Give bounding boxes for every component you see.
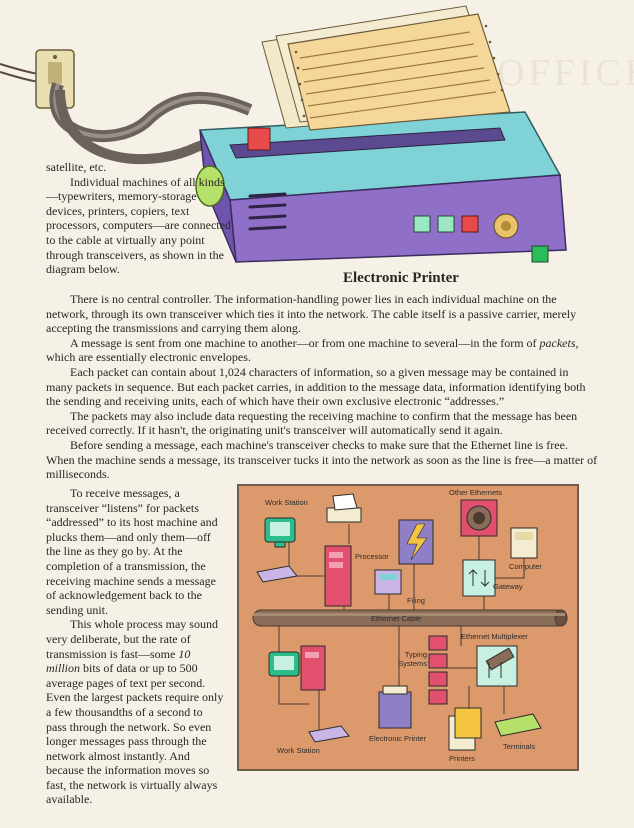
paragraph-8: This whole process may sound very delibe… [46, 617, 224, 807]
terminals-icon [494, 713, 542, 737]
label-filing: Filing [407, 596, 425, 605]
computer-icon [510, 527, 538, 559]
label-processor: Processor [355, 552, 389, 561]
label-work-station-top: Work Station [265, 498, 308, 507]
label-computer: Computer [509, 562, 542, 571]
gateway-icon [462, 559, 496, 597]
paragraph-0: satellite, etc. [46, 160, 107, 174]
workstation-bottom-icon [268, 645, 350, 743]
ethernet-multiplexer-icon [476, 645, 518, 687]
paragraph-3: A message is sent from one machine to an… [46, 335, 579, 365]
paragraph-7: To receive messages, a transceiver “list… [46, 486, 218, 617]
label-gateway: Gateway [493, 582, 523, 591]
ethernet-cable [252, 609, 568, 627]
workstation-top-icon [256, 517, 298, 583]
lightning-icon [398, 519, 434, 565]
illustration-caption: Electronic Printer [343, 270, 459, 286]
paper-printer-icon [326, 493, 362, 523]
paper-sheets [261, 5, 511, 131]
label-terminals: Terminals [503, 742, 536, 751]
label-printers: Printers [449, 754, 475, 763]
filing-icon [374, 569, 402, 595]
typing-systems-icon [428, 635, 448, 705]
intro-column: satellite, etc. Individual machines of a… [46, 160, 236, 277]
printers-icon [448, 707, 482, 751]
electronic-printer-icon [378, 685, 412, 729]
printer-body [195, 111, 567, 263]
label-typing-systems: Typing Systems [398, 650, 427, 668]
paragraph-2: There is no central controller. The info… [46, 292, 577, 336]
main-text: There is no central controller. The info… [46, 292, 598, 482]
paragraph-6: Before sending a message, each machine's… [46, 437, 598, 482]
paragraph-5: The packets may also include data reques… [46, 408, 578, 438]
other-ethernets-icon [460, 499, 498, 537]
label-other-ethernets: Other Ethernets [449, 488, 502, 497]
paragraph-1: Individual machines of all kinds—typewri… [46, 174, 231, 277]
paragraph-4: Each packet can contain about 1,024 char… [46, 364, 586, 409]
ethernet-diagram: Work Station Other Ethernets Processor C… [237, 484, 579, 771]
label-work-station-bottom: Work Station [277, 746, 320, 755]
label-ethernet-multiplexer: Ethernet Multiplexer [461, 632, 528, 641]
label-electronic-printer: Electronic Printer [369, 734, 427, 743]
label-ethernet-cable: Ethernet Cable [371, 614, 422, 623]
processor-icon [324, 545, 352, 607]
left-column: To receive messages, a transceiver “list… [46, 486, 226, 807]
